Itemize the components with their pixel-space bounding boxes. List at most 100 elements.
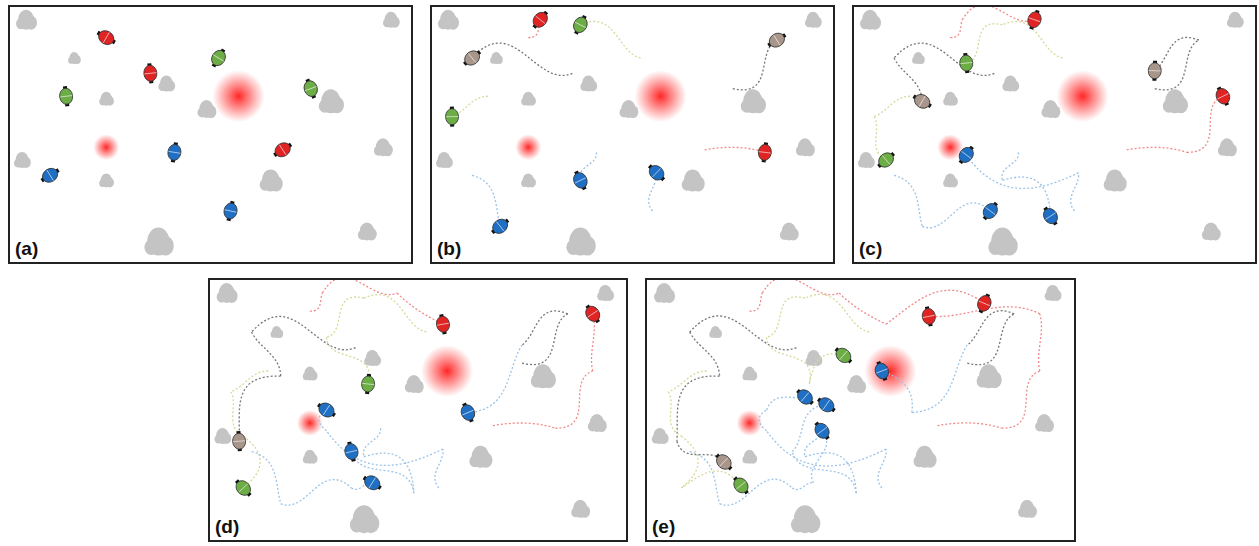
- robot-trail: [493, 423, 555, 428]
- obstacle-rock: [16, 10, 37, 30]
- obstacle-rock: [805, 12, 822, 28]
- robot-trail: [1039, 314, 1042, 371]
- robot: [730, 474, 753, 498]
- robot: [435, 313, 451, 335]
- swarm-scene: [432, 7, 833, 262]
- robot-trail: [967, 314, 1014, 365]
- robot: [529, 8, 552, 32]
- robot-trail: [681, 436, 698, 488]
- robot-trail: [364, 295, 426, 332]
- robot-trail: [326, 431, 442, 466]
- swarm-scene: [647, 280, 1074, 540]
- robot-trail: [1155, 40, 1199, 90]
- robot-trail: [1187, 96, 1223, 152]
- robot-trail: [580, 21, 640, 58]
- robot: [1025, 8, 1044, 31]
- robot-trail: [397, 293, 443, 324]
- robot-trail: [326, 337, 369, 384]
- obstacle-rock: [214, 428, 231, 444]
- robot-trail: [243, 436, 260, 488]
- panel-label: (a): [14, 238, 39, 260]
- obstacle-rock: [303, 450, 318, 464]
- robot: [811, 419, 833, 443]
- robot: [979, 199, 1001, 223]
- robot: [757, 142, 772, 163]
- robot-trail: [894, 43, 994, 75]
- robot: [360, 472, 384, 494]
- obstacle-rock: [144, 228, 173, 256]
- obstacle-rock: [1045, 285, 1062, 301]
- obstacle-rock: [1163, 89, 1188, 113]
- swarm-scene: [10, 7, 411, 262]
- obstacle-rock: [469, 446, 492, 468]
- robot-trail: [792, 483, 813, 490]
- robot-trail: [805, 294, 869, 332]
- robot-trail: [767, 337, 811, 384]
- robot: [814, 394, 838, 416]
- robot: [921, 305, 938, 327]
- obstacle-rock: [1002, 76, 1019, 92]
- robot: [458, 401, 478, 424]
- obstacle-rock: [438, 10, 459, 30]
- obstacle-rock: [319, 89, 344, 113]
- target-glow: [297, 410, 323, 436]
- robot: [166, 141, 182, 163]
- robot-trail: [759, 410, 766, 431]
- obstacle-rock: [780, 222, 799, 240]
- robot: [712, 450, 735, 473]
- obstacle-rock: [68, 52, 81, 64]
- robot: [872, 359, 891, 382]
- robot: [955, 143, 977, 167]
- obstacle-rock: [358, 222, 377, 240]
- obstacle-rock: [364, 350, 381, 366]
- robot: [271, 139, 295, 161]
- robot: [343, 440, 360, 462]
- target-glow: [1057, 70, 1109, 122]
- obstacle-rock: [99, 92, 114, 106]
- obstacle-rock: [1227, 12, 1244, 28]
- robot-trail: [668, 371, 706, 392]
- panel-frame: (a): [8, 5, 413, 264]
- obstacle-rock: [99, 173, 114, 187]
- robot: [488, 215, 512, 238]
- robot-trail: [472, 175, 500, 226]
- robot-trail: [252, 316, 356, 349]
- robot-trail: [762, 280, 839, 295]
- robot-trail: [239, 376, 281, 441]
- robot: [301, 77, 320, 100]
- panel-label: (c): [858, 238, 883, 260]
- obstacle-rock: [796, 138, 815, 156]
- robot: [910, 91, 934, 112]
- robot: [570, 169, 590, 193]
- obstacle-rock: [742, 450, 757, 464]
- robot-trail: [922, 203, 990, 228]
- robot: [232, 476, 255, 499]
- obstacle-rock: [531, 364, 556, 388]
- obstacle-rock: [217, 283, 238, 303]
- robot-trail: [310, 293, 322, 311]
- obstacle-rock: [271, 326, 284, 338]
- panel-frame: (d): [208, 278, 628, 542]
- robot-trail: [937, 423, 1001, 428]
- robot-trail: [252, 452, 281, 504]
- robot-trail: [874, 96, 910, 116]
- robot-trail: [912, 345, 968, 413]
- robot-trail: [1001, 371, 1039, 428]
- robot-trail: [681, 471, 741, 488]
- obstacle-rock: [490, 52, 503, 64]
- obstacle-rock: [1218, 138, 1237, 156]
- robot-trail: [894, 175, 922, 226]
- obstacle-rock: [374, 138, 393, 156]
- obstacle-rock: [588, 414, 607, 432]
- robot-trail: [705, 147, 765, 152]
- obstacle-rock: [521, 173, 536, 187]
- robot: [38, 164, 62, 186]
- obstacle-rock: [709, 326, 722, 338]
- robot-trail: [435, 449, 443, 488]
- robot-trail: [252, 332, 281, 376]
- panel-frame: (b): [430, 5, 835, 264]
- obstacle-rock: [741, 89, 766, 113]
- obstacle-rock: [1104, 169, 1127, 191]
- panel-label: (b): [436, 238, 462, 260]
- robot-trail: [326, 297, 363, 337]
